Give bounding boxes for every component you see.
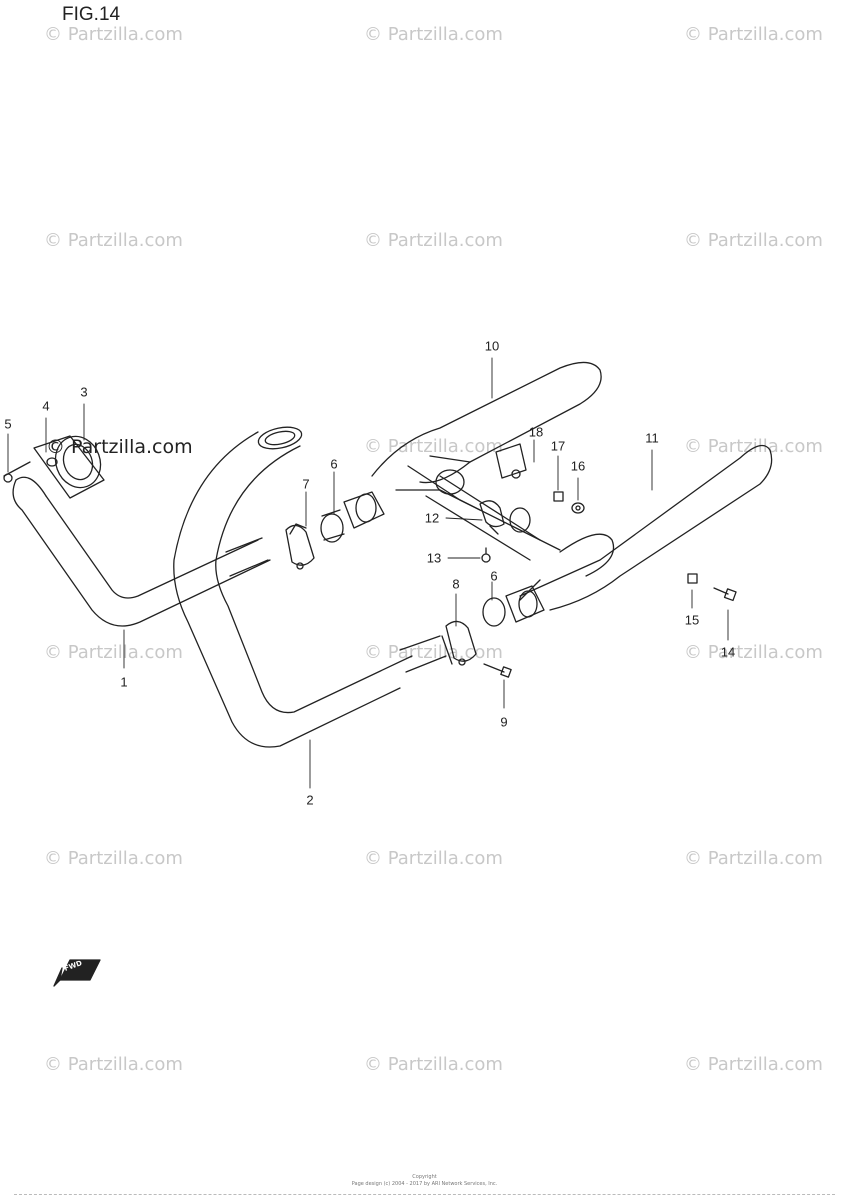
watermark: © Partzilla.com	[364, 848, 503, 869]
callout-11: 11	[645, 430, 659, 446]
callout-9: 9	[500, 714, 508, 730]
watermark: © Partzilla.com	[44, 1054, 183, 1075]
figure-title: FIG.14	[62, 4, 121, 25]
callout-5: 5	[4, 416, 12, 432]
callout-17: 17	[550, 438, 566, 454]
callout-12: 12	[424, 510, 440, 526]
watermark: © Partzilla.com	[364, 230, 503, 251]
watermark: © Partzilla.com	[684, 436, 823, 457]
front-direction-arrow-icon	[53, 959, 101, 987]
muffler-lower	[519, 444, 773, 611]
callout-3: 3	[80, 384, 88, 400]
bolt-14	[713, 587, 737, 602]
leader-lines	[7, 357, 729, 789]
watermark: © Partzilla.com	[684, 642, 823, 663]
callout-2: 2	[306, 792, 314, 808]
joint-pipe-6-upper	[320, 491, 385, 543]
nut-17	[553, 491, 564, 502]
callout-7: 7	[302, 476, 310, 492]
joint-clamp-8	[399, 620, 477, 673]
callout-1: 1	[120, 674, 128, 690]
callout-6: 6	[330, 456, 338, 472]
muffler-bracket	[495, 443, 527, 479]
watermark-prominent: © Partzilla.com	[46, 436, 193, 458]
callout-14: 14	[720, 644, 736, 660]
watermark: © Partzilla.com	[684, 230, 823, 251]
exhaust-pipe-front	[12, 476, 271, 627]
callout-4: 4	[42, 398, 50, 414]
nut-15	[687, 573, 698, 584]
bolt-13	[481, 547, 491, 563]
watermark: © Partzilla.com	[44, 24, 183, 45]
joint-clamp-12	[479, 500, 505, 535]
washer-16	[571, 502, 585, 514]
callout-18: 18	[528, 424, 544, 440]
joint-clamp-7	[225, 523, 315, 577]
callout-15: 15	[684, 612, 700, 628]
callout-8: 8	[452, 576, 460, 592]
exhaust-flange	[3, 435, 105, 499]
watermark: © Partzilla.com	[44, 642, 183, 663]
watermark: © Partzilla.com	[684, 1054, 823, 1075]
callout-13: 13	[426, 550, 442, 566]
watermark: © Partzilla.com	[44, 230, 183, 251]
connector-pipe	[425, 469, 541, 561]
callout-16: 16	[570, 458, 586, 474]
exhaust-pipe-rear	[173, 426, 413, 748]
footer-copyright: Copyright	[412, 1174, 437, 1180]
callout-10: 10	[484, 338, 500, 354]
watermark: © Partzilla.com	[364, 24, 503, 45]
callout-6: 6	[490, 568, 498, 584]
watermark: © Partzilla.com	[684, 24, 823, 45]
joint-pipe-6-lower	[482, 585, 545, 627]
watermark: © Partzilla.com	[364, 436, 503, 457]
footer-credit: Page design (c) 2004 - 2017 by ARI Netwo…	[351, 1181, 498, 1187]
bolt-9	[483, 663, 512, 678]
watermark: © Partzilla.com	[684, 848, 823, 869]
watermark: © Partzilla.com	[364, 642, 503, 663]
watermark: © Partzilla.com	[44, 848, 183, 869]
watermark: © Partzilla.com	[364, 1054, 503, 1075]
footer-divider	[14, 1194, 835, 1195]
